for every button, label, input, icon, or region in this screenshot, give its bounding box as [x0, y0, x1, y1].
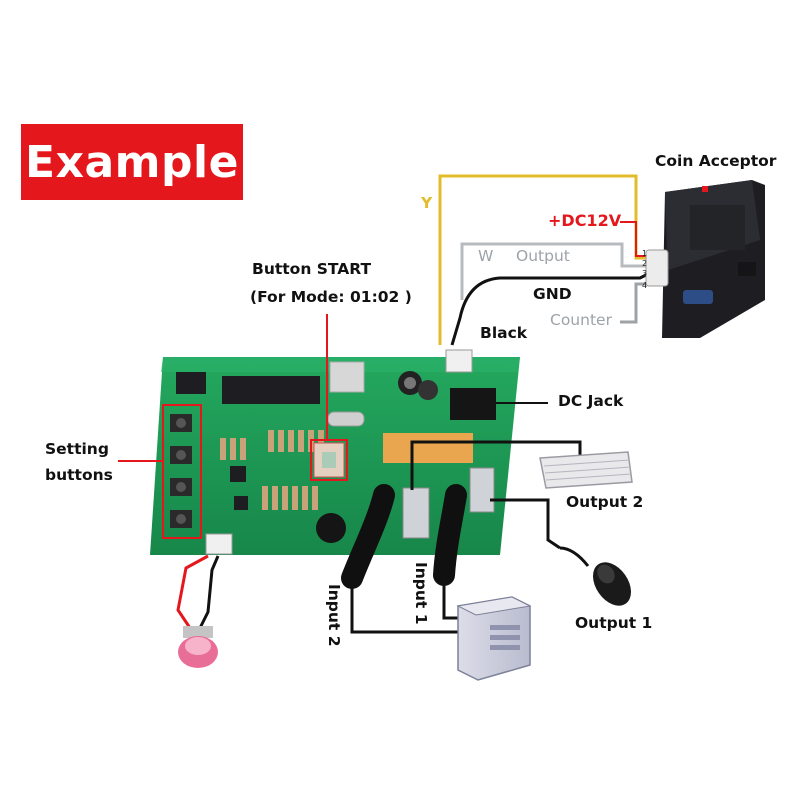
y-wire-label: Y	[421, 194, 433, 212]
pin-number-2: 2	[642, 259, 647, 268]
coin-acceptor-device	[645, 180, 765, 338]
usb-cable-input-2	[341, 484, 395, 589]
example-badge: Example	[21, 124, 243, 200]
control-board	[150, 349, 520, 555]
button-black-wire	[198, 555, 220, 629]
pin-number-4: 4	[642, 281, 647, 290]
pin-number-3: 3	[642, 269, 647, 278]
output-1-label: Output 1	[575, 614, 653, 632]
dc-jack-label: DC Jack	[558, 392, 624, 410]
example-badge-text: Example	[25, 136, 239, 188]
usb-cable-input-1	[433, 484, 467, 586]
keyboard-device	[539, 451, 633, 489]
setting-buttons-group	[170, 414, 192, 528]
output-wire-label: Output	[516, 247, 570, 265]
button-start-label: Button START	[252, 260, 372, 278]
output-1-wire	[490, 498, 561, 550]
mouse-device	[559, 546, 632, 606]
input-2-label: Input 2	[325, 584, 343, 647]
counter-label: Counter	[550, 311, 612, 329]
setting-buttons-highlight	[162, 404, 202, 539]
output-2-label: Output 2	[566, 493, 644, 511]
gnd-label: GND	[533, 285, 572, 303]
input-2-wire	[350, 578, 460, 634]
coin-acceptor-label: Coin Acceptor	[655, 152, 777, 170]
mode-label: (For Mode: 01:02 )	[250, 288, 412, 306]
output-2-wire	[410, 440, 582, 490]
pc-tower	[456, 596, 532, 681]
setting-buttons-label-line2: buttons	[45, 466, 113, 484]
pin-number-1: 1	[642, 249, 647, 258]
black-wire-gnd	[450, 270, 653, 346]
dc12v-label: +DC12V	[548, 211, 622, 230]
start-button-highlight	[310, 439, 348, 481]
red-wire-dc12v	[620, 221, 648, 257]
w-wire-label: W	[478, 247, 494, 265]
button-red-wire	[176, 554, 209, 629]
grey-wire-counter	[620, 282, 650, 324]
grey-wire-output	[460, 242, 650, 300]
start-pushbutton-device	[178, 626, 218, 668]
yellow-wire	[438, 174, 650, 345]
black-wire-label: Black	[480, 324, 528, 342]
input-1-label: Input 1	[412, 562, 430, 625]
setting-buttons-label-line1: Setting	[45, 440, 109, 458]
input-1-wire	[442, 575, 460, 620]
